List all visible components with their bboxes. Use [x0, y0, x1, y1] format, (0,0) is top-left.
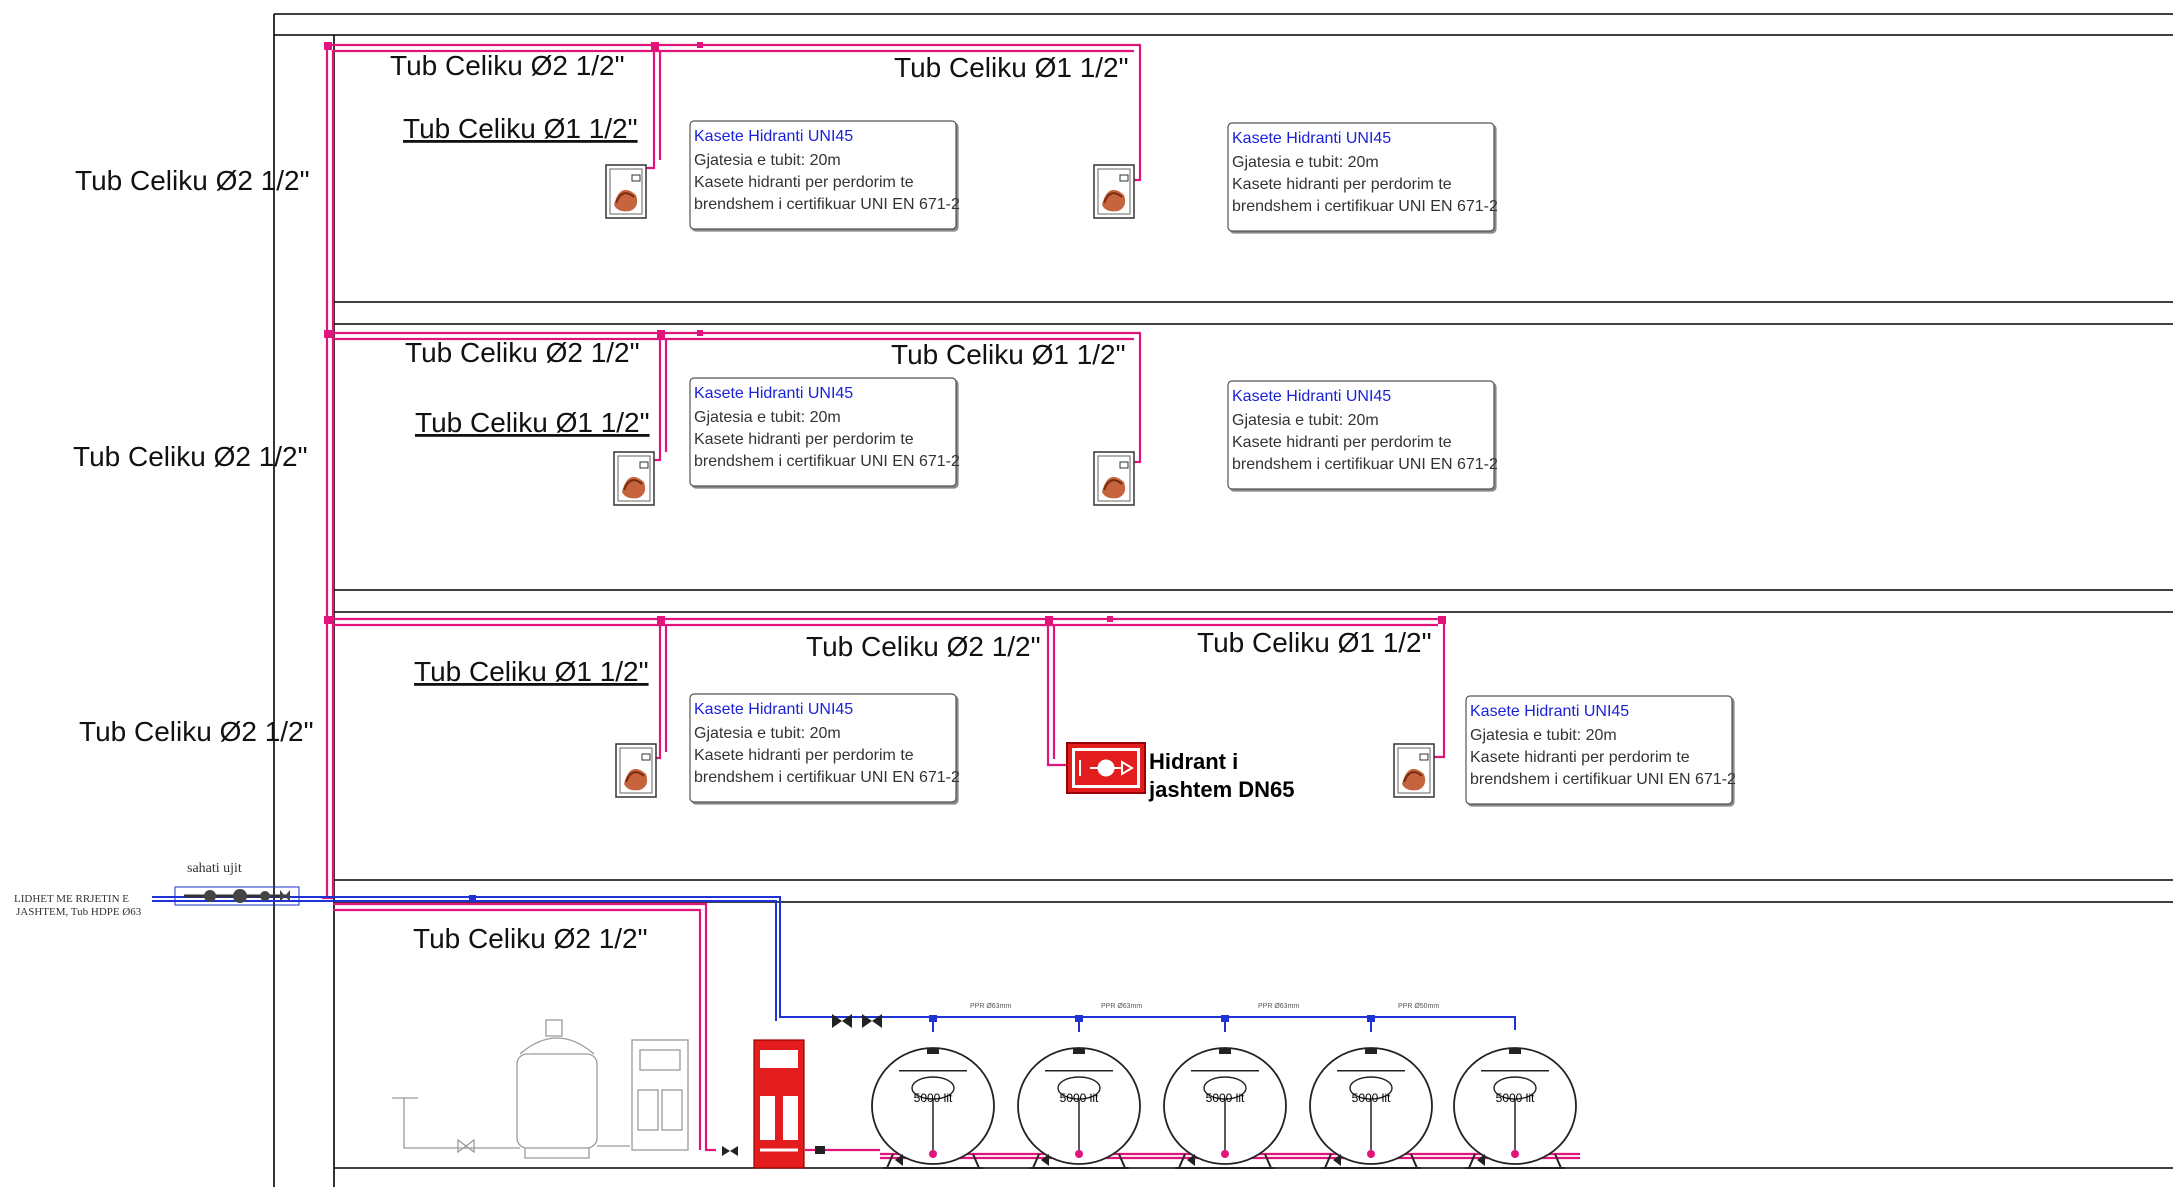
fire-pump-unit [753, 1039, 805, 1169]
pipe-size-tag: PPR Ø63mm [1101, 1003, 1142, 1010]
pipe-label: Tub Celiku Ø2 1/2" [413, 923, 648, 954]
hydrant-cabinet-icon [1093, 164, 1135, 219]
pipe-size-tags: PPR Ø63mm PPR Ø63mm PPR Ø63mm PPR Ø50mm [970, 1003, 1439, 1010]
cabinet-note-title: Kasete Hidranti UNI45 [694, 701, 853, 718]
cabinet-note-line: Gjatesia e tubit: 20m [694, 725, 841, 742]
plant-room-equipment [392, 1019, 689, 1159]
pipe-junctions [324, 42, 1446, 624]
inlet-valves [722, 1014, 882, 1156]
cabinet-note-line: Gjatesia e tubit: 20m [1232, 154, 1379, 171]
tank-label: 5000 lit [914, 1091, 953, 1105]
cabinet-note-title: Kasete Hidranti UNI45 [694, 128, 853, 145]
building-outline [273, 13, 2173, 1187]
pipe-label: Tub Celiku Ø2 1/2" [79, 716, 314, 747]
tank-label: 5000 lit [1496, 1091, 1535, 1105]
cabinet-notes: Kasete Hidranti UNI45 Gjatesia e tubit: … [689, 120, 1736, 805]
pipe-label: Tub Celiku Ø1 1/2" [894, 52, 1129, 83]
storage-tank: 5000 lit [1017, 1047, 1141, 1169]
cabinet-note-line: Kasete hidranti per perdorim te [1232, 176, 1452, 193]
pipe-labels: Tub Celiku Ø2 1/2" Tub Celiku Ø1 1/2" Tu… [73, 50, 1432, 954]
external-hydrant-label: jashtem DN65 [1148, 777, 1295, 802]
pipe-label: Tub Celiku Ø1 1/2" [1197, 627, 1432, 658]
cabinet-note: Kasete Hidranti UNI45 Gjatesia e tubit: … [1227, 122, 1498, 232]
cabinet-note-line: brendshem i certifikuar UNI EN 671-2 [1470, 771, 1736, 788]
pipe-size-tag: PPR Ø63mm [970, 1003, 1011, 1010]
water-meter-label: sahati ujit [187, 861, 242, 876]
cabinet-note-line: brendshem i certifikuar UNI EN 671-2 [1232, 456, 1498, 473]
hydrant-cabinet-icon [615, 743, 657, 798]
cabinet-note-line: Gjatesia e tubit: 20m [694, 152, 841, 169]
pipe-label: Tub Celiku Ø2 1/2" [806, 631, 1041, 662]
pipe-label: Tub Celiku Ø2 1/2" [405, 337, 640, 368]
cabinet-note: Kasete Hidranti UNI45 Gjatesia e tubit: … [1465, 695, 1736, 805]
pipe-size-tag: PPR Ø50mm [1398, 1003, 1439, 1010]
hydrant-cabinet-icon [605, 164, 647, 219]
storage-tank: 5000 lit [871, 1047, 995, 1169]
water-pipe-network [152, 896, 1516, 1032]
cabinet-note-title: Kasete Hidranti UNI45 [1470, 703, 1629, 720]
cabinet-note-title: Kasete Hidranti UNI45 [1232, 388, 1391, 405]
cabinet-note-line: Gjatesia e tubit: 20m [1232, 412, 1379, 429]
cabinet-note-line: brendshem i certifikuar UNI EN 671-2 [694, 453, 960, 470]
pipe-label: Tub Celiku Ø2 1/2" [75, 165, 310, 196]
cabinet-note: Kasete Hidranti UNI45 Gjatesia e tubit: … [1227, 380, 1498, 490]
pipe-size-tag: PPR Ø63mm [1258, 1003, 1299, 1010]
hydrant-cabinet-icon [1093, 451, 1135, 506]
cabinet-note-line: Kasete hidranti per perdorim te [694, 747, 914, 764]
pipe-label: Tub Celiku Ø1 1/2" [414, 656, 649, 687]
hydrant-cabinet-icon [613, 451, 655, 506]
cabinet-note-line: brendshem i certifikuar UNI EN 671-2 [694, 196, 960, 213]
water-junctions [469, 895, 1375, 1022]
cabinet-note-line: Kasete hidranti per perdorim te [1470, 749, 1690, 766]
cabinet-note-line: brendshem i certifikuar UNI EN 671-2 [1232, 198, 1498, 215]
storage-tank: 5000 lit [1163, 1047, 1287, 1169]
cabinet-note: Kasete Hidranti UNI45 Gjatesia e tubit: … [689, 377, 960, 487]
external-hydrant: Hidrant i jashtem DN65 [1066, 742, 1295, 802]
external-hydrant-label: Hidrant i [1149, 749, 1238, 774]
storage-tanks: 5000 lit 5000 lit 5000 lit 5000 lit 5000… [871, 1047, 1577, 1169]
cabinet-note-line: Kasete hidranti per perdorim te [694, 431, 914, 448]
pipe-label: Tub Celiku Ø2 1/2" [390, 50, 625, 81]
pipe-label: Tub Celiku Ø2 1/2" [73, 441, 308, 472]
cabinet-note-line: Gjatesia e tubit: 20m [1470, 727, 1617, 744]
tank-label: 5000 lit [1352, 1091, 1391, 1105]
pipe-label: Tub Celiku Ø1 1/2" [415, 407, 650, 438]
pipe-label: Tub Celiku Ø1 1/2" [403, 113, 638, 144]
cabinet-note-title: Kasete Hidranti UNI45 [1232, 130, 1391, 147]
cabinet-note-line: Kasete hidranti per perdorim te [694, 174, 914, 191]
pipe-label: Tub Celiku Ø1 1/2" [891, 339, 1126, 370]
cabinet-note-line: Kasete hidranti per perdorim te [1232, 434, 1452, 451]
cabinet-note: Kasete Hidranti UNI45 Gjatesia e tubit: … [689, 120, 960, 230]
connection-label-line2: JASHTEM, Tub HDPE Ø63 [16, 906, 142, 918]
cabinet-note-line: brendshem i certifikuar UNI EN 671-2 [694, 769, 960, 786]
water-meter: sahati ujit [174, 861, 300, 906]
storage-tank: 5000 lit [1309, 1047, 1433, 1169]
cabinet-note: Kasete Hidranti UNI45 Gjatesia e tubit: … [689, 693, 960, 803]
tank-label: 5000 lit [1206, 1091, 1245, 1105]
storage-tank: 5000 lit [1453, 1047, 1577, 1169]
tank-label: 5000 lit [1060, 1091, 1099, 1105]
connection-label-line1: LIDHET ME RRJETIN E [14, 893, 129, 905]
hydrant-cabinet-icon [1393, 743, 1435, 798]
cabinet-note-line: Gjatesia e tubit: 20m [694, 409, 841, 426]
cabinet-note-title: Kasete Hidranti UNI45 [694, 385, 853, 402]
